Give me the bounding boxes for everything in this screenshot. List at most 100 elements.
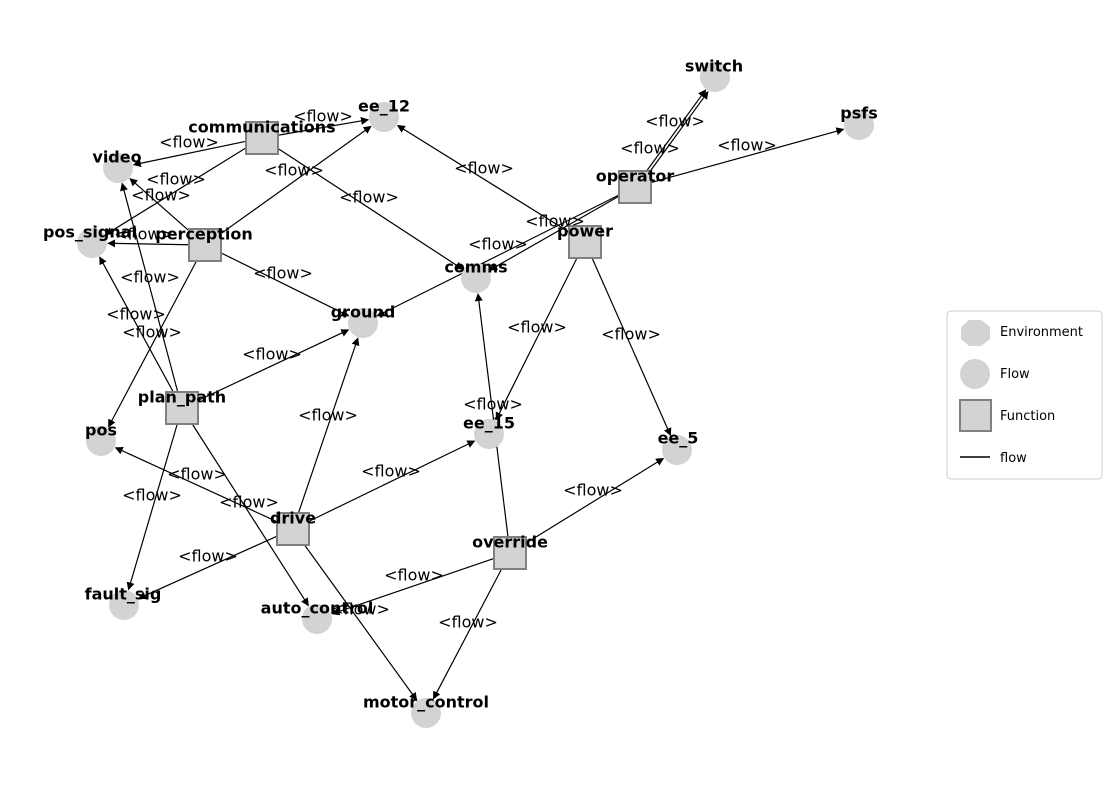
edge-perception-to-pos: [107, 260, 198, 428]
legend: Environment Flow Function flow: [946, 310, 1103, 480]
function-node-plan_path: [165, 391, 199, 425]
node-label-ee_5: ee_5: [658, 429, 699, 448]
edge-labels-layer: <flow><flow><flow><flow><flow><flow><flo…: [106, 107, 777, 632]
edge-perception-to-pos_signal: [107, 239, 190, 248]
node-label-fault_sig: fault_sig: [85, 585, 162, 604]
edge-perception-to-ee_12: [220, 125, 372, 235]
node-label-ground: ground: [331, 303, 396, 322]
edge-label: <flow>: [717, 136, 777, 155]
edge-operator-to-switch: [646, 89, 707, 172]
node-label-override: override: [472, 533, 548, 552]
legend-function-icon: [959, 399, 992, 432]
edge-label: <flow>: [645, 112, 705, 131]
edge-plan_path-to-ground: [197, 329, 350, 402]
edge-label: <flow>: [298, 406, 358, 425]
edge-label: <flow>: [146, 170, 206, 189]
edge-communications-to-comms: [277, 147, 464, 270]
flow-node-pos: [86, 426, 116, 456]
function-node-communications: [245, 121, 279, 155]
function-node-perception: [188, 228, 222, 262]
edge-plan_path-to-fault_sig: [126, 423, 178, 591]
edge-plan_path-to-auto_control: [191, 423, 309, 607]
edge-drive-to-pos: [114, 447, 278, 523]
edge-label: <flow>: [293, 107, 353, 126]
node-label-switch: switch: [685, 57, 743, 76]
node-label-plan_path: plan_path: [138, 388, 226, 407]
edge-label: <flow>: [438, 613, 498, 632]
edge-power-to-ee_12: [396, 124, 570, 233]
edge-label: <flow>: [159, 133, 219, 152]
edge-drive-to-fault_sig: [137, 535, 278, 600]
node-label-pos_signal: pos_signal: [43, 223, 137, 242]
edge-override-to-comms: [474, 293, 509, 538]
node-label-comms: comms: [444, 258, 507, 277]
edge-label: <flow>: [601, 325, 661, 344]
edge-label: <flow>: [468, 235, 528, 254]
flow-node-ground: [348, 308, 378, 338]
node-label-communications: communications: [188, 118, 335, 137]
edge-label: <flow>: [253, 264, 313, 283]
legend-box: [946, 310, 1103, 480]
flow-node-video: [103, 153, 133, 183]
edge-label: <flow>: [563, 481, 623, 500]
node-label-auto_control: auto_control: [261, 599, 374, 618]
legend-function-label: Function: [1000, 409, 1055, 424]
function-node-drive: [276, 512, 310, 546]
edge-label: <flow>: [120, 268, 180, 287]
function-node-power: [568, 225, 602, 259]
node-label-ee_15: ee_15: [463, 414, 515, 433]
edge-label: <flow>: [114, 225, 174, 244]
node-label-drive: drive: [270, 509, 316, 528]
edge-operator-to-psfs: [650, 127, 845, 184]
edge-operator-to-ground: [376, 194, 620, 317]
flow-node-motor_control: [411, 698, 441, 728]
edge-override-to-ee_5: [525, 457, 665, 544]
legend-flow-line-label: flow: [1000, 451, 1027, 466]
legend-environment-icon: [961, 320, 990, 346]
node-label-operator: operator: [596, 167, 675, 186]
function-node-operator: [618, 170, 652, 204]
flow-node-auto_control: [302, 604, 332, 634]
flow-node-ee_12: [369, 102, 399, 132]
edge-communications-to-video: [132, 140, 247, 168]
node-labels-layer: switchpsfsee_12communicationsvideooperat…: [43, 57, 878, 712]
function-node-override: [493, 536, 527, 570]
flow-node-ee_15: [474, 419, 504, 449]
edge-plan_path-to-video: [120, 182, 179, 393]
edges-layer: [99, 89, 845, 701]
edge-override-to-auto_control: [331, 557, 495, 616]
legend-flow-icon: [960, 359, 990, 389]
nodes-layer: [77, 62, 874, 728]
edge-label: <flow>: [178, 547, 238, 566]
flow-node-ee_5: [662, 435, 692, 465]
edge-drive-to-ground: [297, 337, 360, 514]
node-label-power: power: [557, 222, 613, 241]
node-label-motor_control: motor_control: [363, 693, 489, 712]
flow-node-comms: [461, 263, 491, 293]
node-label-pos: pos: [85, 421, 117, 440]
edge-label: <flow>: [122, 486, 182, 505]
edge-label: <flow>: [242, 345, 302, 364]
edge-label: <flow>: [463, 395, 523, 414]
edge-perception-to-ground: [220, 252, 350, 317]
edge-label: <flow>: [131, 186, 191, 205]
flow-node-pos_signal: [77, 228, 107, 258]
edge-label: <flow>: [330, 600, 390, 619]
legend-flow-label: Flow: [1000, 367, 1030, 382]
edge-label: <flow>: [454, 159, 514, 178]
edge-label: <flow>: [219, 493, 279, 512]
node-label-perception: perception: [155, 225, 253, 244]
legend-environment-label: Environment: [1000, 325, 1083, 340]
edge-label: <flow>: [620, 139, 680, 158]
edge-drive-to-motor_control: [304, 544, 418, 701]
flow-node-switch: [700, 62, 730, 92]
edge-operator-to-switch: [648, 91, 709, 174]
edge-label: <flow>: [106, 305, 166, 324]
edge-label: <flow>: [384, 566, 444, 585]
edge-perception-to-video: [129, 178, 190, 232]
edge-power-to-ee_15: [495, 257, 578, 421]
node-label-ee_12: ee_12: [358, 97, 410, 116]
edge-label: <flow>: [264, 161, 324, 180]
edge-label: <flow>: [361, 462, 421, 481]
edge-power-to-ee_5: [591, 257, 672, 437]
